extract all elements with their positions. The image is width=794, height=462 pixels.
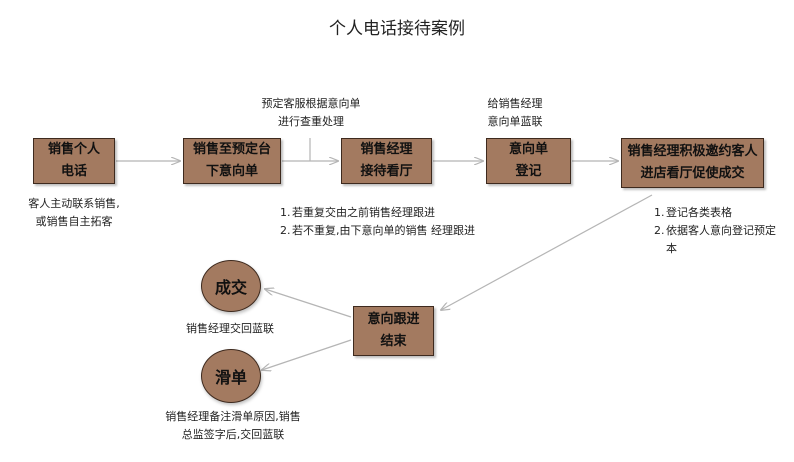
step-invite-line2: 进店看厅促使成交	[640, 166, 745, 181]
note-register-top-line2: 意向单蓝联	[487, 115, 543, 128]
step-register-box: 意向单 登记	[486, 138, 571, 184]
outcome-lost-circle: 滑单	[201, 349, 261, 403]
step-manager-line2: 接待看厅	[360, 164, 413, 179]
note-invite-bottom: 1.登记各类表格 2.依据客人意向登记预定 本	[654, 204, 776, 258]
step-followup-line2: 结束	[380, 334, 407, 349]
note-reserve-top-line2: 进行查重处理	[278, 115, 344, 128]
step-reserve-line2: 下意向单	[205, 164, 258, 179]
outcome-deal-label: 成交	[214, 278, 247, 297]
note-manager-item-1: 1.若重复交由之前销售经理跟进	[280, 206, 435, 219]
step-sales-call-line2: 电话	[60, 164, 87, 179]
note-invite-item-3: 本	[666, 242, 677, 255]
step-register-line1: 意向单	[508, 142, 548, 157]
outcome-deal-circle: 成交	[201, 260, 261, 312]
note-invite-item-2: 2.依据客人意向登记预定	[654, 224, 776, 237]
outcome-lost-label: 滑单	[214, 368, 247, 387]
note-manager-bottom: 1.若重复交由之前销售经理跟进 2.若不重复,由下意向单的销售 经理跟进	[280, 204, 475, 240]
step-invite-box: 销售经理积极邀约客人 进店看厅促使成交	[621, 138, 764, 188]
step-register-line2: 登记	[515, 164, 542, 179]
arrow-followup-to-lost	[262, 339, 352, 370]
note-register-top: 给销售经理 意向单蓝联	[470, 95, 560, 131]
step-sales-call-line1: 销售个人	[47, 142, 100, 157]
step-manager-line1: 销售经理	[360, 142, 413, 157]
note-reserve-top: 预定客服根据意向单 进行查重处理	[246, 95, 376, 131]
note-register-top-line1: 给销售经理	[487, 97, 543, 110]
note-deal: 销售经理交回蓝联	[160, 320, 300, 338]
note-lost-line1: 销售经理备注滑单原因,销售	[165, 410, 301, 423]
note-invite-item-1: 1.登记各类表格	[654, 206, 732, 219]
note-lost: 销售经理备注滑单原因,销售 总监签字后,交回蓝联	[148, 408, 318, 444]
step-reserve-box: 销售至预定台 下意向单	[183, 138, 281, 184]
step-invite-line1: 销售经理积极邀约客人	[627, 144, 758, 159]
step-followup-box: 意向跟进 结束	[353, 306, 434, 356]
note-start-line2: 或销售自主拓客	[35, 215, 113, 228]
step-followup-line1: 意向跟进	[367, 312, 420, 327]
step-reserve-line1: 销售至预定台	[192, 142, 271, 157]
step-sales-call-box: 销售个人 电话	[33, 138, 115, 184]
diagram-title: 个人电话接待案例	[329, 19, 465, 39]
note-manager-item-2: 2.若不重复,由下意向单的销售 经理跟进	[280, 224, 475, 237]
note-start-line1: 客人主动联系销售,	[28, 197, 120, 210]
note-reserve-top-line1: 预定客服根据意向单	[261, 97, 361, 110]
arrow-followup-to-deal	[265, 289, 352, 318]
note-deal-line1: 销售经理交回蓝联	[186, 322, 274, 335]
step-manager-box: 销售经理 接待看厅	[341, 138, 432, 184]
arrow-invite-to-followup	[441, 194, 653, 310]
note-lost-line2: 总监签字后,交回蓝联	[181, 428, 285, 441]
note-start: 客人主动联系销售, 或销售自主拓客	[4, 195, 144, 231]
